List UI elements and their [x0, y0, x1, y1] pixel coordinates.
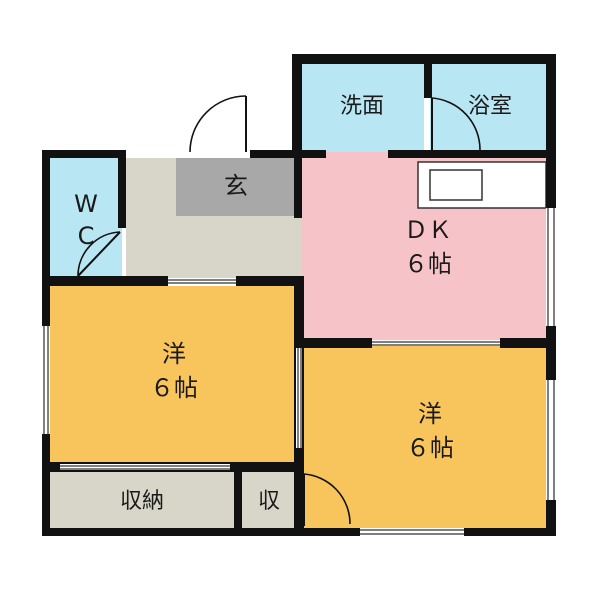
windows — [42, 208, 556, 536]
label-entrance: 玄 — [224, 172, 248, 200]
room-entrance — [176, 158, 296, 216]
kitchen-sink — [429, 169, 483, 201]
label-storage1: 収納 — [120, 489, 164, 514]
label-western1-line1: 洋 — [162, 340, 186, 368]
label-bathroom: 浴室 — [468, 94, 512, 119]
room-wc — [50, 158, 122, 278]
room-washroom — [300, 62, 424, 152]
room-storage1 — [50, 472, 234, 528]
label-wc-line1: W — [74, 190, 98, 218]
label-storage2: 収 — [258, 489, 280, 514]
label-washroom: 洗面 — [340, 94, 384, 119]
room-storage2 — [240, 472, 298, 528]
room-bathroom — [430, 62, 548, 152]
doors — [77, 95, 481, 526]
label-western1-line2: ６帖 — [150, 374, 198, 402]
label-western2-line1: 洋 — [418, 400, 442, 428]
label-wc-line2: C — [78, 222, 95, 250]
room-western1 — [50, 286, 298, 464]
label-western2-line2: ６帖 — [406, 434, 454, 462]
label-dk-line1: ＤＫ — [404, 216, 452, 244]
label-dk-line2: ６帖 — [404, 250, 452, 278]
